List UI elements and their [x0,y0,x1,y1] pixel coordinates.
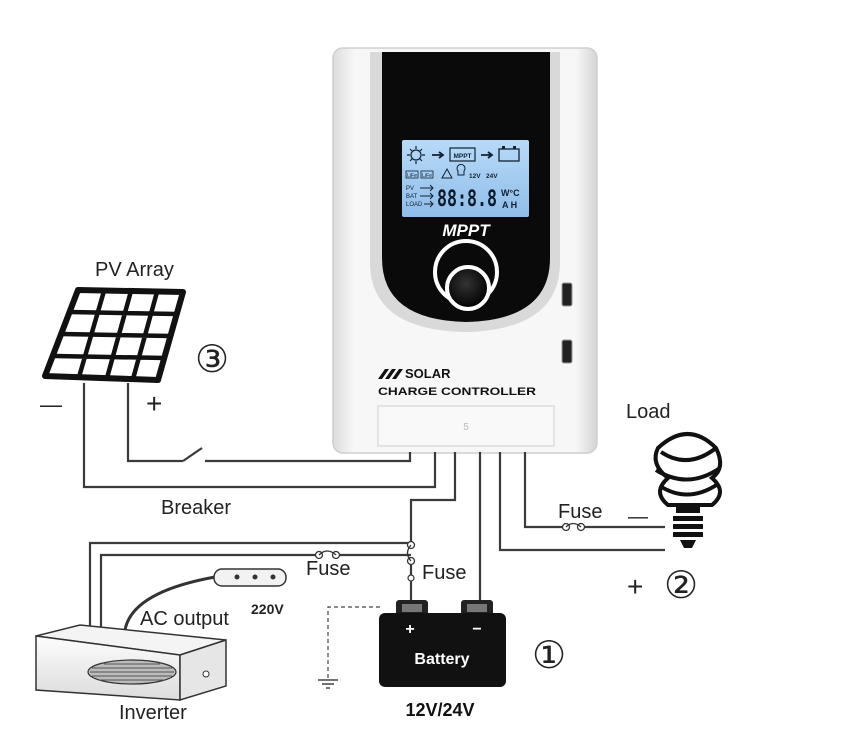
label-ac-output: AC output [140,608,229,630]
wire-pv-positive [126,383,183,463]
lcd-chem-badge-1 [405,170,419,179]
lcd-unit-top: W°C [501,188,520,198]
wire-inverter-outer [88,541,410,635]
lcd-arrow-icon-2 [481,151,494,159]
label-pv-array: PV Array [95,259,174,281]
lcd-arrow-icon [432,151,445,159]
wire-ac-output [123,575,216,631]
marker-2: ② [664,565,698,607]
wire-breaker-out [205,452,412,463]
label-load: Load [626,401,671,423]
lcd-12v: 12V [469,173,481,180]
label-fuse-inverter: Fuse [306,558,350,580]
wire-inverter-inner [99,553,315,635]
lcd-mppt-box [449,147,476,162]
wire-battery-positive [409,452,457,545]
label-pv-plus: + [146,388,162,419]
pv-array [42,287,186,383]
label-load-minus: — [628,506,648,528]
battery-voltage: 12V/24V [405,700,474,720]
marker-3: ③ [195,339,229,381]
controller-brand: MPPT [442,221,491,240]
lcd-battery-icon [498,146,520,162]
label-load-plus: + [627,571,643,602]
terminal-cover [377,405,555,447]
marker-1: ① [532,635,566,677]
usb-port-1[interactable] [561,282,573,307]
lcd-chem-1: LiFe [407,173,417,179]
inverter-icon [35,624,227,702]
wire-pv-negative [82,383,437,489]
label-breaker: Breaker [161,497,231,519]
control-knob[interactable] [445,265,491,311]
fuse-inverter-icon [314,550,341,560]
ac-socket-icon [213,568,287,587]
charge-controller: MPPT LiFe LiFe 12V 24V PV BAT LOAD 88:8.… [332,47,598,454]
label-220v: 220V [251,601,284,617]
load-bulb-icon [653,432,723,548]
lcd-chem-2: LiFe [422,173,432,179]
ground-icon [318,679,338,689]
lcd-unit-bottom: A H [502,200,517,210]
usb-port-2[interactable] [561,339,573,364]
label-fuse-battery: Fuse [422,562,466,584]
lcd-warning-icon [441,167,453,179]
label-inverter: Inverter [119,702,187,724]
breaker-switch [182,447,203,462]
battery-plus: + [405,621,414,638]
lcd-digits: 88:8.8 [437,187,497,212]
wiring [82,383,665,689]
lcd-row-bat: BAT [406,194,418,200]
fuse-battery-icon [406,540,416,582]
lcd-chem-badge-2 [420,170,434,179]
battery-icon [379,600,506,687]
lcd-bulb-icon [456,163,466,176]
wire-ground [327,606,380,678]
terminal-cover-mark: 5 [463,422,469,433]
title-charge-controller: CHARGE CONTROLLER [378,386,536,398]
lcd-24v: 24V [486,173,498,180]
label-fuse-load: Fuse [558,501,602,523]
fuse-load-icon [561,522,586,532]
wire-load-negative [523,452,562,529]
lcd-row-load: LOAD [406,202,423,208]
title-solar: SOLAR [405,366,451,381]
lcd-row-pv: PV [406,186,414,192]
battery-minus: − [472,621,481,638]
solar-panel-grid [54,290,178,380]
battery-label: Battery [414,651,469,668]
lcd-mppt-label: MPPT [453,153,471,160]
lcd-sun-icon [407,146,425,164]
wire-load-positive [498,452,665,552]
brand-logo-icon [378,369,403,379]
lcd-row-arrows [420,184,434,208]
label-pv-minus: — [40,392,62,417]
lcd-screen [402,140,529,217]
